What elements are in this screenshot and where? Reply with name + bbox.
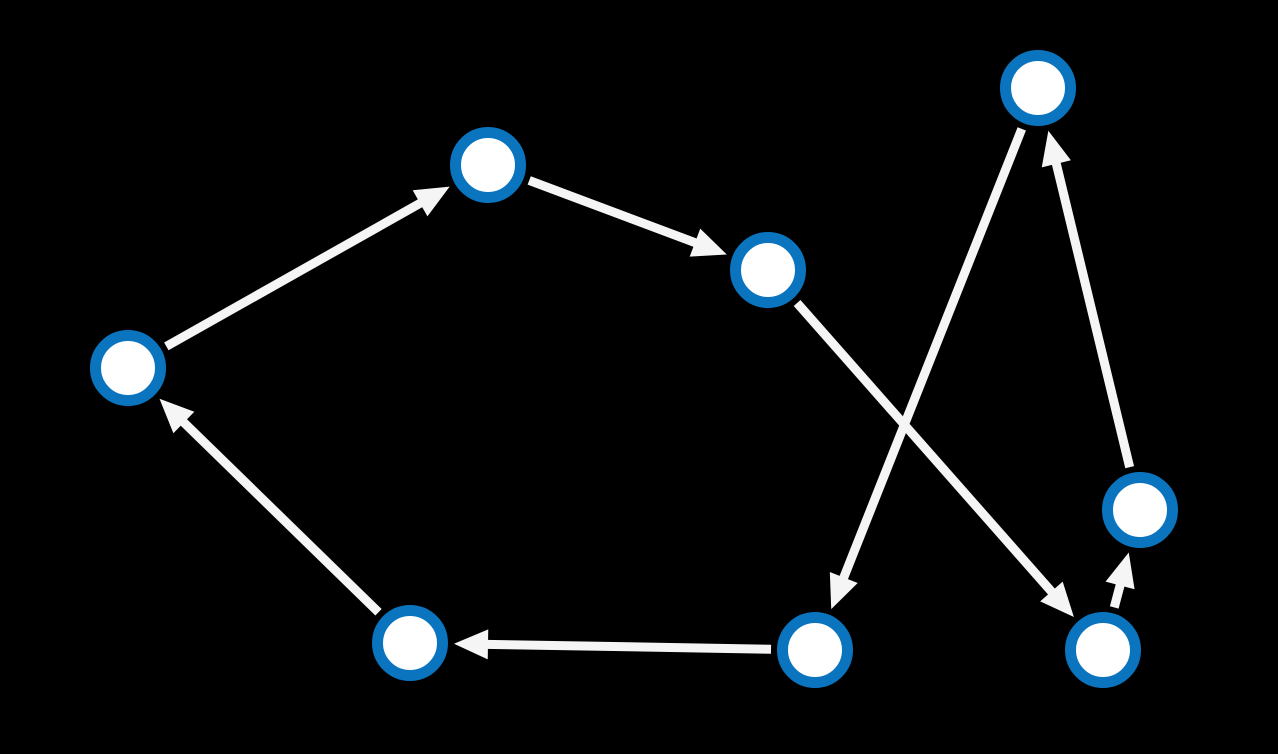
edge-arrowhead: [1105, 552, 1135, 590]
graph-node-n8[interactable]: [372, 605, 448, 681]
graph-edge-n1-to-n2[interactable]: [164, 186, 450, 351]
graph-edge-n6-to-n5[interactable]: [1105, 552, 1135, 609]
graph-edge-n7-to-n8[interactable]: [453, 629, 772, 660]
edge-arrowhead: [689, 228, 727, 257]
edge-layer: [159, 127, 1135, 660]
edge-shaft: [527, 176, 699, 248]
node-circle[interactable]: [730, 232, 806, 308]
node-layer: [90, 50, 1178, 688]
graph-edge-n4-to-n7[interactable]: [829, 127, 1026, 610]
graph-node-n4[interactable]: [1000, 50, 1076, 126]
node-circle[interactable]: [450, 127, 526, 203]
edge-shaft: [838, 127, 1026, 582]
edge-shaft: [793, 300, 1057, 596]
node-circle[interactable]: [1102, 472, 1178, 548]
graph-edge-n8-to-n1[interactable]: [159, 398, 382, 616]
node-circle[interactable]: [1065, 612, 1141, 688]
edge-shaft: [1051, 160, 1135, 469]
edge-shaft: [164, 198, 425, 351]
edge-arrowhead: [159, 398, 195, 434]
node-circle[interactable]: [1000, 50, 1076, 126]
graph-node-n2[interactable]: [450, 127, 526, 203]
node-circle[interactable]: [372, 605, 448, 681]
edge-shaft: [179, 417, 382, 616]
graph-node-n5[interactable]: [1102, 472, 1178, 548]
edge-shaft: [1109, 582, 1125, 609]
graph-node-n6[interactable]: [1065, 612, 1141, 688]
edge-shaft: [485, 639, 772, 654]
edge-arrowhead: [829, 571, 858, 610]
graph-edge-n3-to-n6[interactable]: [793, 300, 1074, 617]
edge-arrowhead: [1041, 130, 1071, 168]
graph-edge-n2-to-n3[interactable]: [527, 176, 727, 257]
edge-arrowhead: [412, 186, 450, 217]
edge-arrowhead: [453, 629, 489, 660]
edge-arrowhead: [1040, 581, 1074, 617]
graph-node-n7[interactable]: [777, 612, 853, 688]
graph-edge-n5-to-n4[interactable]: [1041, 130, 1135, 469]
graph-node-n3[interactable]: [730, 232, 806, 308]
node-circle[interactable]: [90, 330, 166, 406]
graph-node-n1[interactable]: [90, 330, 166, 406]
node-circle[interactable]: [777, 612, 853, 688]
